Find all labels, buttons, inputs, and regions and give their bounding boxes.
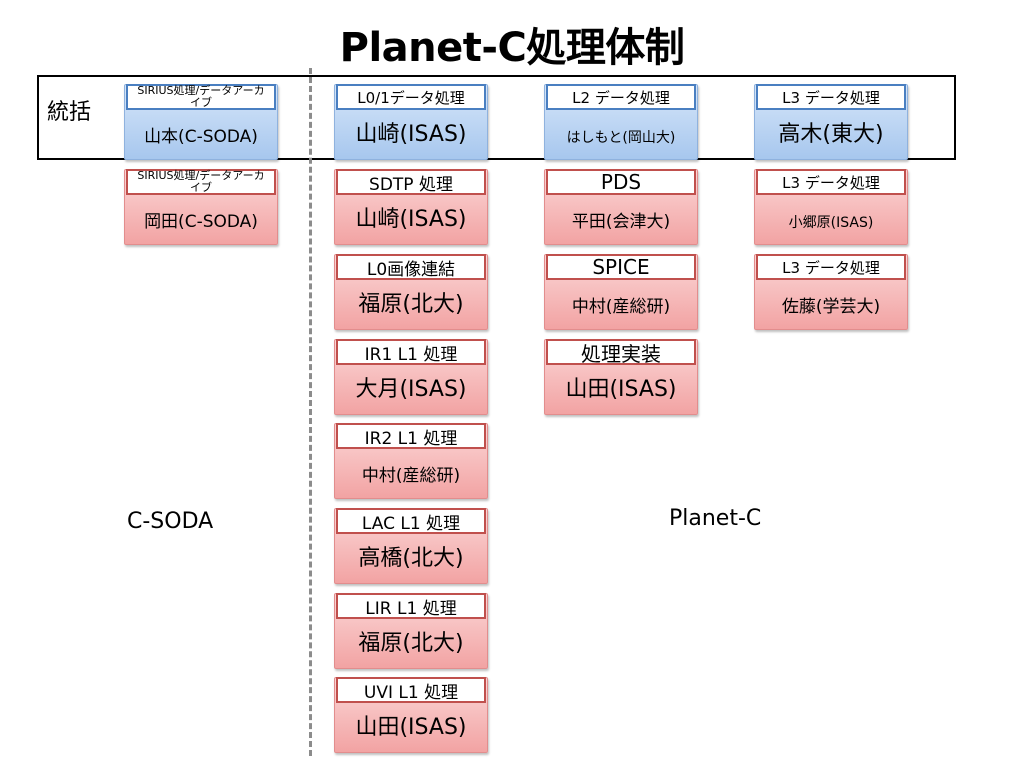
card-lac-l1: 高橋(北大) LAC L1 処理 <box>334 508 488 584</box>
planet-c-label: Planet-C <box>669 506 762 531</box>
card-role: PDS <box>546 169 696 195</box>
card-role: L0/1データ処理 <box>336 84 486 110</box>
card-sirius-archive-lead: 山本(C-SODA) SIRIUS処理/データアーカイブ <box>124 84 278 160</box>
card-l0-1-data: 山崎(ISAS) L0/1データ処理 <box>334 84 488 160</box>
card-sirius-archive: 岡田(C-SODA) SIRIUS処理/データアーカイブ <box>124 169 278 245</box>
card-processing-implementation: 山田(ISAS) 処理実装 <box>544 339 698 415</box>
card-ir2-l1: 中村(産総研) IR2 L1 処理 <box>334 423 488 499</box>
organization-divider <box>309 68 312 756</box>
card-role: LAC L1 処理 <box>336 508 486 534</box>
card-l3-data-lead: 高木(東大) L3 データ処理 <box>754 84 908 160</box>
card-role: LIR L1 処理 <box>336 593 486 619</box>
card-role: 処理実装 <box>546 339 696 366</box>
card-role: IR2 L1 処理 <box>336 423 486 449</box>
card-role: L3 データ処理 <box>756 169 906 195</box>
card-role: SPICE <box>546 254 696 280</box>
card-lir-l1: 福原(北大) LIR L1 処理 <box>334 593 488 669</box>
supervision-frame <box>37 75 956 160</box>
card-role: L3 データ処理 <box>756 84 906 110</box>
card-role: L0画像連結 <box>336 254 486 280</box>
card-role: IR1 L1 処理 <box>336 339 486 365</box>
card-role: SIRIUS処理/データアーカイブ <box>126 84 276 110</box>
card-role: L2 データ処理 <box>546 84 696 110</box>
card-sdtp: 山崎(ISAS) SDTP 処理 <box>334 169 488 245</box>
card-l3-data-2: 小郷原(ISAS) L3 データ処理 <box>754 169 908 245</box>
card-l0-image-concat: 福原(北大) L0画像連結 <box>334 254 488 330</box>
c-soda-label: C-SODA <box>127 509 214 534</box>
card-role: SDTP 処理 <box>336 169 486 195</box>
card-spice: 中村(産総研) SPICE <box>544 254 698 330</box>
supervision-label: 統括 <box>47 100 92 125</box>
card-role: L3 データ処理 <box>756 254 906 280</box>
card-role: SIRIUS処理/データアーカイブ <box>126 169 276 195</box>
page-title: Planet-C処理体制 <box>339 25 685 71</box>
card-l3-data-3: 佐藤(学芸大) L3 データ処理 <box>754 254 908 330</box>
card-pds: 平田(会津大) PDS <box>544 169 698 245</box>
card-l2-data: はしもと(岡山大) L2 データ処理 <box>544 84 698 160</box>
card-ir1-l1: 大月(ISAS) IR1 L1 処理 <box>334 339 488 415</box>
card-role: UVI L1 処理 <box>336 677 486 703</box>
card-uvi-l1: 山田(ISAS) UVI L1 処理 <box>334 677 488 753</box>
